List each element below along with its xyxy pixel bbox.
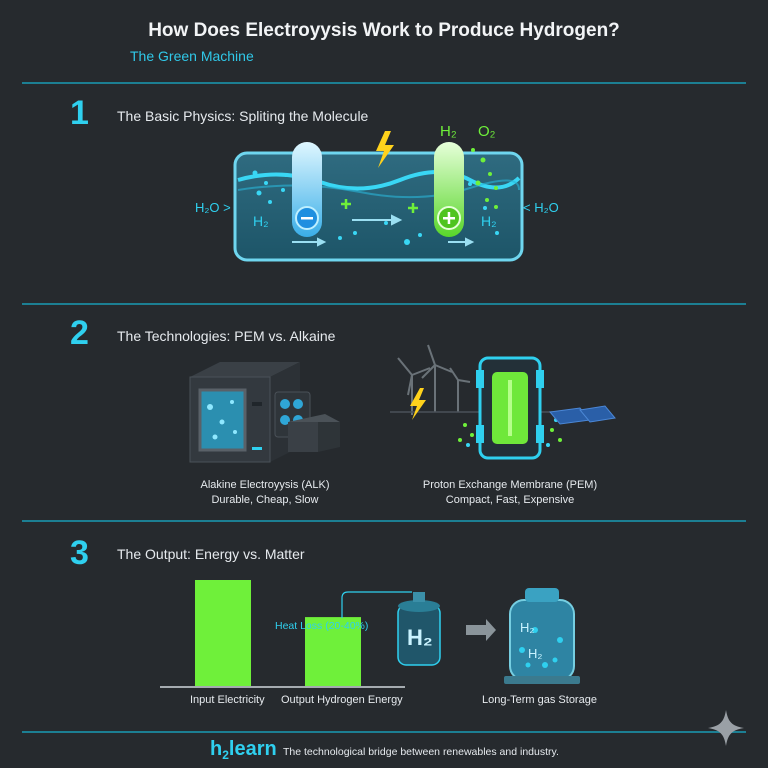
page-title: How Does Electroyysis Work to Produce Hy… bbox=[148, 20, 620, 41]
gas-storage-tank-icon: H₂ H₂ bbox=[504, 588, 580, 684]
output-hydrogen-label: Output Hydrogen Energy bbox=[281, 694, 403, 706]
page-subtitle: The Green Machine bbox=[130, 48, 254, 64]
sparkle-icon bbox=[708, 710, 744, 746]
h2o-in-left-label: H₂O > bbox=[195, 200, 231, 215]
tank-h2-label: H₂ bbox=[407, 625, 433, 650]
o2-gas-label: O₂ bbox=[478, 123, 496, 140]
arrow-right-icon bbox=[466, 619, 496, 641]
section-1-number: 1 bbox=[70, 94, 89, 132]
svg-text:H₂: H₂ bbox=[520, 620, 534, 635]
divider bbox=[22, 303, 746, 305]
alk-caption-title: Alakine Electroyysis (ALK) bbox=[200, 479, 330, 491]
section-3-number: 3 bbox=[70, 534, 89, 572]
divider bbox=[22, 731, 746, 733]
section-3-title: The Output: Energy vs. Matter bbox=[117, 546, 305, 562]
storage-caption: Long-Term gas Storage bbox=[482, 694, 597, 706]
divider bbox=[22, 82, 746, 84]
lightning-icon bbox=[376, 131, 394, 168]
divider bbox=[22, 520, 746, 522]
electrolysis-cell-diagram: H₂O > < H₂O H₂ H₂ H₂ O₂ bbox=[195, 123, 559, 262]
section-2-title: The Technologies: PEM vs. Alkaine bbox=[117, 328, 336, 344]
heat-loss-connector bbox=[341, 591, 412, 618]
alk-caption-traits: Durable, Cheap, Slow bbox=[211, 494, 319, 506]
h2-right-label: H₂ bbox=[481, 213, 497, 229]
input-electricity-label: Input Electricity bbox=[190, 694, 265, 706]
brand-logo: h2learn bbox=[210, 738, 277, 762]
lightning-icon bbox=[410, 388, 426, 420]
footer-tagline: The technological bridge between renewab… bbox=[283, 746, 559, 758]
section-1-title: The Basic Physics: Spliting the Molecule bbox=[117, 108, 369, 124]
pem-electrolyzer-illustration bbox=[390, 344, 616, 460]
electrolysis-tank bbox=[233, 151, 524, 262]
input-electricity-bar bbox=[195, 580, 251, 686]
wind-turbine-icon bbox=[397, 344, 471, 415]
hydrogen-tank-icon: H₂ bbox=[397, 592, 441, 666]
pem-caption-traits: Compact, Fast, Expensive bbox=[445, 494, 575, 506]
alkaline-electrolyzer-illustration bbox=[189, 362, 340, 463]
h2o-in-right-label: < H₂O bbox=[523, 200, 559, 215]
svg-text:H₂: H₂ bbox=[528, 646, 542, 661]
solar-panel-icon bbox=[549, 405, 616, 425]
output-hydrogen-bar bbox=[305, 617, 361, 686]
section-2-number: 2 bbox=[70, 314, 89, 352]
h2-left-label: H₂ bbox=[253, 213, 269, 229]
pem-caption-title: Proton Exchange Membrane (PEM) bbox=[422, 479, 598, 491]
h2-gas-label: H₂ bbox=[440, 123, 457, 140]
energy-output-chart: H₂ H₂ H₂ bbox=[160, 580, 580, 688]
heat-loss-label: Heat Loss (20-40%) bbox=[275, 620, 369, 632]
